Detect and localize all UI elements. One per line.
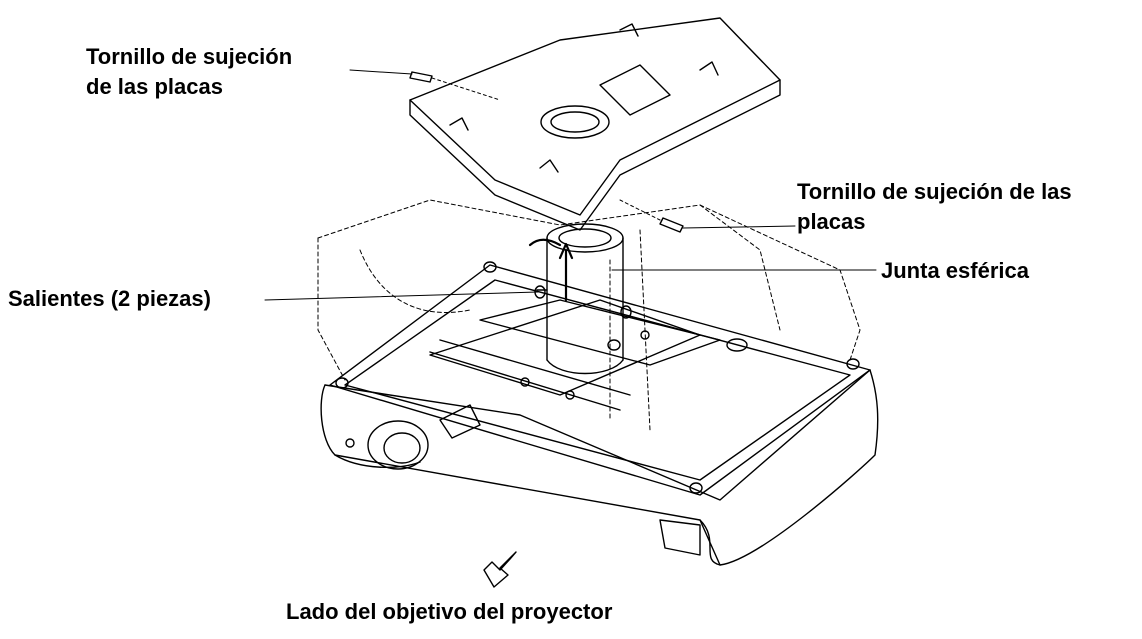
projector-ghost-outline xyxy=(317,199,861,431)
screw-top xyxy=(409,71,501,101)
ball-joint-column xyxy=(534,223,632,375)
lens-direction-arrow xyxy=(483,551,517,588)
bosses-label: Salientes (2 piezas) xyxy=(8,286,211,311)
ball-joint-label: Junta esférica xyxy=(881,258,1029,283)
lens-side-label: Lado del objetivo del proyector xyxy=(286,599,613,624)
plate-screw-label-top-line2: de las placas xyxy=(86,74,223,99)
top-mounting-plate xyxy=(409,17,781,231)
plate-screw-label-right: Tornillo de sujeción de las placas xyxy=(797,177,1072,237)
plate-screw-label-right-line2: placas xyxy=(797,209,866,234)
plate-screw-label-top: Tornillo de sujeción de las placas xyxy=(86,42,292,102)
screw-right xyxy=(619,199,684,233)
plate-screw-label-top-line1: Tornillo de sujeción xyxy=(86,44,293,69)
base-plate xyxy=(329,261,871,496)
leader-lines xyxy=(264,69,877,301)
assembly-arrows xyxy=(528,238,574,302)
plate-screw-label-right-line1: Tornillo de sujeción de las xyxy=(797,179,1072,204)
projector-body xyxy=(320,369,879,566)
